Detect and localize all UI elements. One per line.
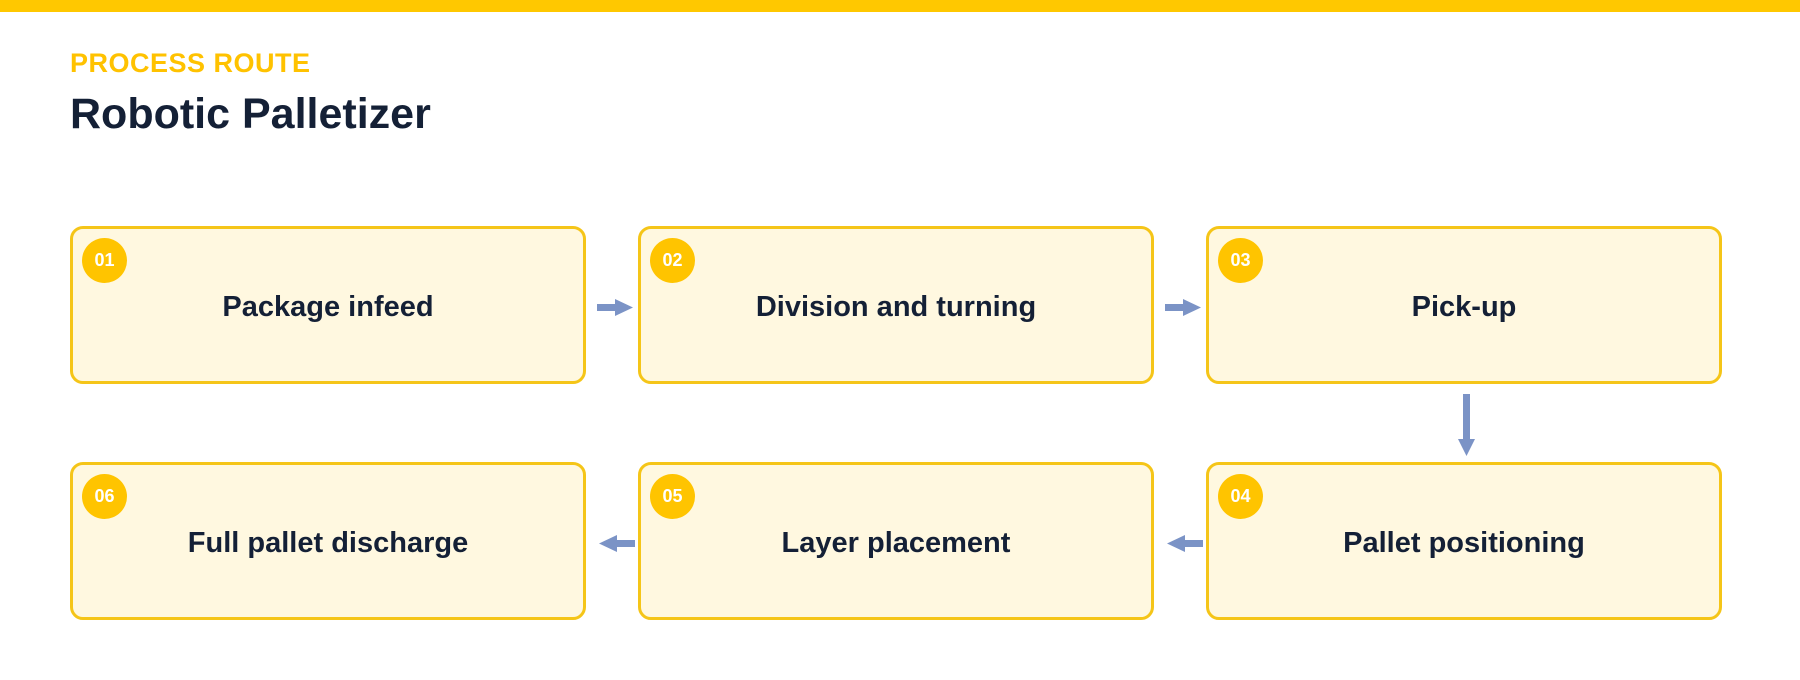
step-label: Package infeed xyxy=(222,291,434,323)
step-number-badge: 03 xyxy=(1218,238,1263,283)
process-step-pick-up: 03 Pick-up xyxy=(1206,226,1722,384)
section-eyebrow: PROCESS ROUTE xyxy=(70,48,311,78)
process-step-package-infeed: 01 Package infeed xyxy=(70,226,586,384)
top-accent-bar xyxy=(0,0,1800,12)
step-label: Layer placement xyxy=(781,527,1011,559)
page-title: Robotic Palletizer xyxy=(70,90,431,138)
step-number-badge: 01 xyxy=(82,238,127,283)
arrow-down-icon xyxy=(1458,394,1475,456)
arrow-left-icon xyxy=(599,535,635,552)
step-number-badge: 06 xyxy=(82,474,127,519)
process-step-full-pallet-discharge: 06 Full pallet discharge xyxy=(70,462,586,620)
arrow-right-icon xyxy=(1165,299,1201,316)
arrow-right-icon xyxy=(597,299,633,316)
step-label: Full pallet discharge xyxy=(187,527,469,559)
step-label: Division and turning xyxy=(755,291,1037,323)
step-number-badge: 05 xyxy=(650,474,695,519)
process-step-division-and-turning: 02 Division and turning xyxy=(638,226,1154,384)
step-number-badge: 04 xyxy=(1218,474,1263,519)
step-number-badge: 02 xyxy=(650,238,695,283)
arrow-left-icon xyxy=(1167,535,1203,552)
process-step-layer-placement: 05 Layer placement xyxy=(638,462,1154,620)
step-label: Pick-up xyxy=(1411,291,1517,323)
process-step-pallet-positioning: 04 Pallet positioning xyxy=(1206,462,1722,620)
step-label: Pallet positioning xyxy=(1343,527,1585,559)
